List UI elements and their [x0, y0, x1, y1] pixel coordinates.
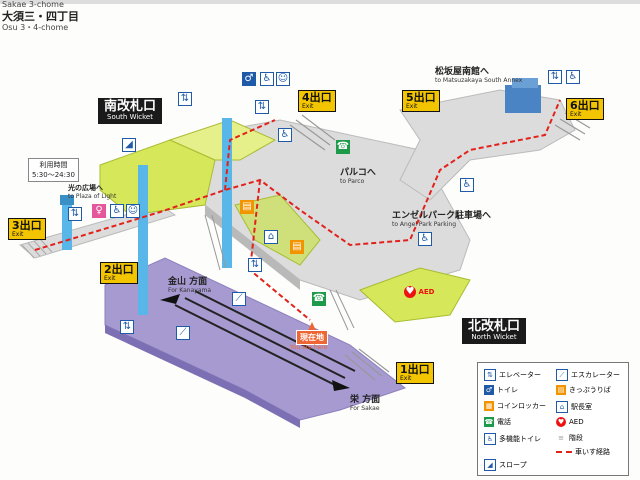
matsuzakaya-label: 松坂屋南館へ to Matsuzakaya South Annex	[435, 67, 523, 84]
platform-edge	[105, 325, 300, 428]
platform	[104, 257, 407, 421]
angel-park-label: エンゼルパーク駐車場へ to Angel Park Parking	[392, 211, 492, 228]
south-wicket-label: 南改札口 South Wicket	[98, 98, 163, 124]
north-wicket-jp: 北改札口	[468, 319, 521, 334]
legend-wheelchair-route: 車いす経路	[556, 447, 610, 457]
toilet-icon: ♂	[242, 72, 256, 86]
header-strip	[0, 0, 640, 4]
escalator-icon: ⟋	[176, 326, 190, 340]
south-wicket-jp: 南改札口	[104, 99, 157, 114]
south-wicket-en: South Wicket	[107, 113, 153, 122]
direction-arrow-sakae	[332, 380, 350, 391]
matsuzakaya-annex	[505, 85, 541, 113]
baby-icon: ☺	[276, 72, 290, 86]
plaza-label: 光の広場へ to Plaza of Light	[68, 184, 117, 200]
hours-label: 利用時間	[39, 161, 68, 169]
phone-icon: ☎	[312, 292, 326, 306]
elevator-icon: ⇅	[548, 70, 562, 84]
legend-phone: ☎電話	[484, 417, 511, 427]
legend-toilet: ♂トイレ	[484, 385, 518, 395]
elevator-icon: ⇅	[484, 369, 496, 381]
aed-heart-icon: ♥	[556, 417, 566, 427]
pillar	[138, 165, 148, 315]
you-are-here-en: You are here	[290, 344, 328, 351]
parco-label: パルコへ to Parco	[340, 168, 376, 185]
pillar	[222, 118, 232, 268]
elevator-icon: ⇅	[178, 92, 192, 106]
ticket-icon: ▤	[556, 385, 566, 395]
wheelchair-icon: ♿	[460, 178, 474, 192]
multi-toilet-icon: ♿	[484, 433, 496, 445]
track-line	[174, 304, 336, 386]
header-title: 大須三・四丁目	[2, 10, 79, 23]
stairs-exit-3	[21, 238, 53, 259]
slope-icon: ◢	[122, 138, 136, 152]
wheelchair-icon: ♿	[566, 70, 580, 84]
legend-multi-toilet: ♿多機能トイレ	[484, 433, 541, 445]
multi-toilet-icon: ♿	[110, 204, 124, 218]
legend-office: ⌂駅長室	[556, 401, 592, 413]
toilet-icon: ♂	[484, 385, 494, 395]
slope-icon: ◢	[484, 459, 496, 471]
ticket-icon: ▤	[240, 200, 254, 214]
wheelchair-icon: ♿	[418, 232, 432, 246]
direction-arrow-kanayama	[160, 294, 180, 304]
you-are-here-label: 現在地	[296, 330, 328, 345]
route-line-icon	[556, 451, 572, 453]
legend-aed: ♥AED	[556, 417, 584, 427]
office-icon: ⌂	[264, 230, 278, 244]
wheelchair-icon: ♿	[278, 128, 292, 142]
hours-value: 5:30〜24:30	[32, 171, 75, 179]
toilet-women-icon: ♀	[92, 204, 106, 218]
header-subtitle: Osu 3・4-chome	[2, 23, 69, 32]
legend-slope: ◢スロープ	[484, 459, 527, 471]
office-icon: ⌂	[556, 401, 568, 413]
hours-box: 利用時間 5:30〜24:30	[28, 158, 79, 182]
track-line	[184, 297, 346, 379]
legend-elevator: ⇅エレベーター	[484, 369, 541, 381]
escalator-icon: ⟋	[232, 292, 246, 306]
escalator-icon: ⟋	[556, 369, 568, 381]
legend-ticket: ▤きっぷうりば	[556, 385, 611, 395]
north-wicket-label: 北改札口 North Wicket	[462, 318, 527, 344]
aed-map-label: ♥ AED	[404, 286, 435, 298]
stairs-icon: ≡	[558, 434, 564, 442]
sakae-label: 栄 方面 For Sakae	[350, 395, 381, 412]
wheelchair-route	[34, 99, 561, 251]
aed-heart-icon: ♥	[404, 286, 416, 298]
stairs-to-platform	[204, 214, 355, 331]
phone-icon: ☎	[484, 417, 494, 427]
locker-icon: ▦	[484, 401, 494, 411]
pillar	[62, 200, 72, 250]
legend-locker: ▦コインロッカー	[484, 401, 546, 411]
stairs-exit-4	[289, 114, 336, 151]
elevator-icon: ⇅	[68, 207, 82, 221]
pillar-top	[60, 195, 74, 205]
stairs-exit-1	[344, 348, 390, 381]
elevator-icon: ⇅	[120, 320, 134, 334]
multi-toilet-icon: ♿	[260, 72, 274, 86]
baby-icon: ☺	[126, 204, 140, 218]
matsuzakaya-annex-upper	[512, 78, 538, 88]
elevator-icon: ⇅	[255, 100, 269, 114]
kanayama-label: 金山 方面 For Kanayama	[168, 277, 212, 294]
north-wicket-en: North Wicket	[471, 333, 517, 342]
wheelchair-route	[224, 119, 276, 191]
ticket-icon: ▤	[290, 240, 304, 254]
header-line1: Sakae 3-chome	[2, 0, 64, 9]
elevator-icon: ⇅	[248, 258, 262, 272]
legend-box: ⇅エレベーター ⟋エスカレーター ♂トイレ ▤きっぷうりば ▦コインロッカー ⌂…	[477, 362, 629, 476]
legend-escalator: ⟋エスカレーター	[556, 369, 620, 381]
phone-icon: ☎	[336, 140, 350, 154]
legend-stairs: ≡階段	[556, 433, 583, 443]
track-line	[194, 290, 356, 372]
